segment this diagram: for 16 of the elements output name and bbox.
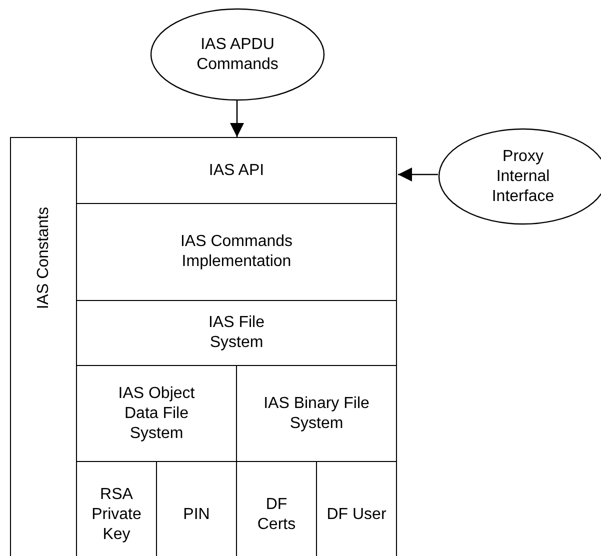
layer-label: IAS API — [208, 160, 264, 180]
arrow — [230, 100, 244, 137]
arrow — [398, 168, 438, 182]
layer-label: PIN — [183, 504, 210, 524]
layer-box — [10, 137, 77, 556]
layer-label: IAS Commands Implementation — [179, 232, 294, 272]
layer-label: IAS Binary File System — [262, 394, 370, 434]
layer-label: DF Certs — [256, 494, 297, 534]
layer-box — [76, 137, 397, 204]
layer-label: IAS File System — [207, 313, 266, 353]
layer-label: IAS Object Data File System — [117, 384, 196, 444]
interface-label: IAS APDU Commands — [196, 34, 280, 74]
interface-label: Proxy Internal Interface — [490, 146, 556, 206]
layer-label: DF User — [326, 504, 386, 524]
layer-label: IAS Constants — [34, 205, 52, 311]
layer-label: RSA Private Key — [90, 484, 142, 544]
